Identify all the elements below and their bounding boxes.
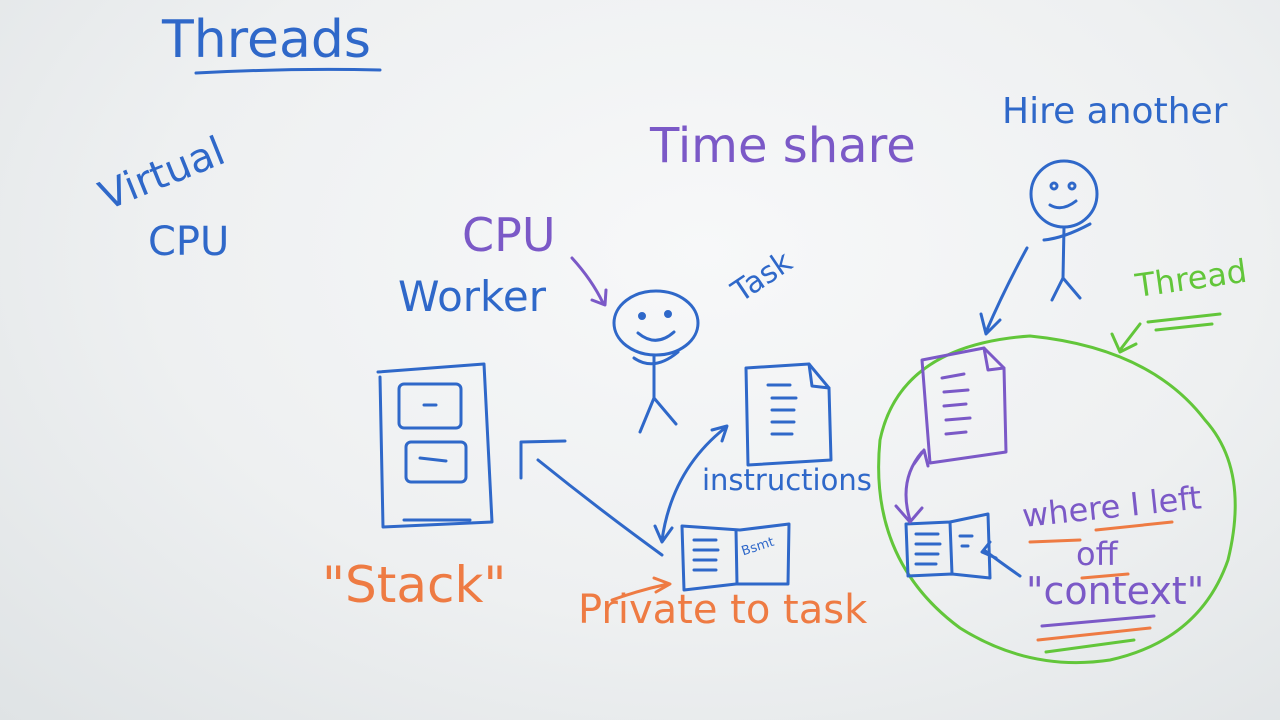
context-underline-1 (1040, 614, 1156, 628)
thread-document (920, 346, 1008, 465)
private-arrow (610, 576, 672, 602)
worker-figure (612, 289, 700, 434)
context-label: "context" (1026, 569, 1205, 613)
stack-cabinet (376, 362, 494, 529)
cpu-arrow (570, 256, 608, 307)
context-underline-3 (1044, 638, 1136, 654)
hire-arrow (979, 246, 1029, 336)
thread-arrow (1110, 322, 1142, 354)
thread-doc-book-arrow (894, 448, 930, 524)
stack-label: "Stack" (322, 556, 507, 614)
hire-another-label: Hire another (1002, 91, 1228, 132)
thread-circle (877, 334, 1237, 665)
thread-underline (1146, 312, 1222, 332)
worker-label: Worker (398, 272, 546, 321)
cpu-virtual-label: CPU (148, 219, 230, 265)
hire-another-figure (1029, 159, 1099, 302)
cpu-label: CPU (462, 208, 556, 262)
off-label: off (1076, 535, 1118, 573)
title-threads: Threads (162, 10, 371, 70)
context-underline-2 (1036, 626, 1152, 642)
open-book (680, 522, 791, 592)
private-to-task-label: Private to task (578, 587, 868, 633)
thread-book (904, 512, 992, 580)
instructions-label: instructions (702, 463, 872, 497)
task-document (744, 362, 833, 467)
time-share-label: Time share (650, 118, 916, 174)
title-underline (194, 67, 382, 75)
book-to-stack-arrow (519, 439, 664, 557)
where-left-off-arrow (980, 540, 1022, 578)
doc-book-arrow (653, 424, 729, 544)
